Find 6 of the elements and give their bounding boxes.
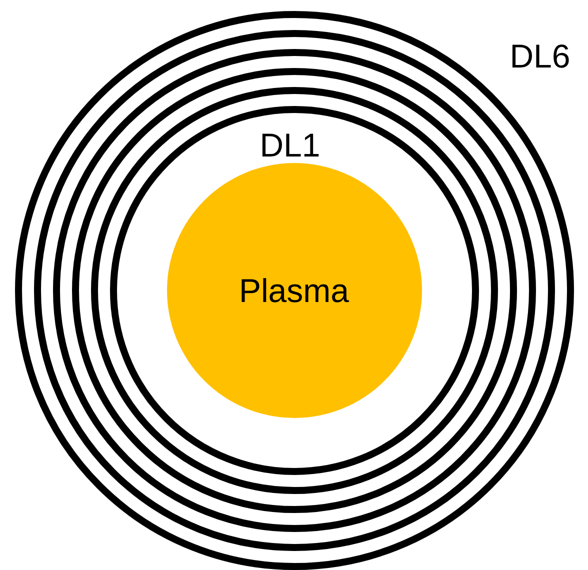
ring [110, 106, 478, 474]
plasma-label: Plasma [238, 274, 350, 306]
ring [90, 86, 498, 494]
layer-label: DL6 [510, 40, 570, 72]
ring [72, 68, 516, 512]
layer-label: DL1 [260, 128, 320, 161]
